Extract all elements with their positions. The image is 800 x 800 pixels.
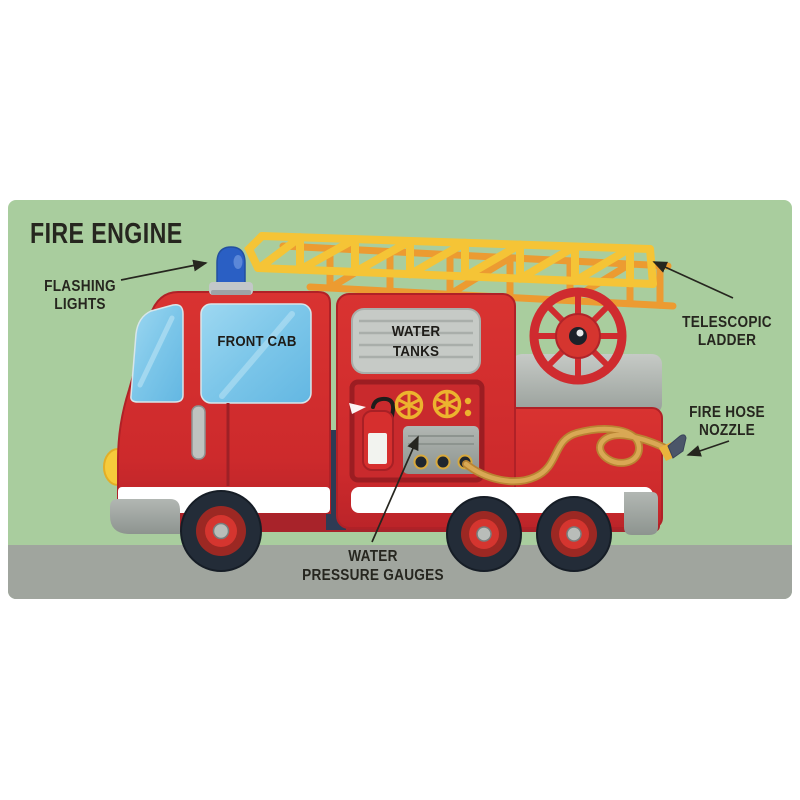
water-pressure-gauges-label-line2: PRESSURE GAUGES (302, 567, 444, 584)
pump-panel (349, 379, 485, 483)
indicator-light (464, 397, 472, 405)
fire-hose-nozzle-arrow (686, 440, 730, 457)
water-pressure-gauges-label-line1: WATER (348, 548, 398, 565)
part-labels: FLASHING LIGHTS TELESCOPIC LADDER FIRE H… (44, 278, 772, 584)
telescopic-ladder-label-line1: TELESCOPIC (682, 314, 772, 331)
front-wheel (180, 490, 262, 572)
flashing-light-beacon (209, 246, 253, 295)
telescopic-ladder-arrow (652, 261, 734, 299)
hose-reel (529, 287, 627, 385)
water-tanks-label-line1: WATER (392, 323, 441, 340)
door-handle (191, 405, 206, 460)
fire-extinguisher-icon (349, 396, 396, 471)
hose-nozzle (659, 434, 687, 461)
water-pressure-gauges-arrow (371, 435, 419, 543)
front-bumper (110, 499, 180, 534)
water-tanks-panel: WATER TANKS (351, 308, 481, 374)
fire-truck: FRONT CAB WATER TANKS (103, 246, 687, 572)
fire-hose-nozzle-label-line2: NOZZLE (699, 422, 755, 439)
flashing-lights-label-line2: LIGHTS (54, 296, 106, 313)
pressure-gauge-cluster (403, 426, 479, 474)
page-title: FIRE ENGINE (30, 216, 183, 249)
middle-wheel (446, 496, 522, 572)
flashing-lights-label-line1: FLASHING (44, 278, 116, 295)
valve-wheel-icons (394, 389, 462, 420)
callout-arrows (120, 259, 734, 543)
water-tanks-label-line2: TANKS (393, 343, 439, 360)
fire-hose-nozzle-label-line1: FIRE HOSE (689, 404, 765, 421)
rear-platform (512, 354, 662, 414)
road (8, 545, 792, 599)
flashing-lights-arrow (120, 259, 208, 281)
telescopic-ladder-label-line2: LADDER (698, 332, 757, 349)
fire-hose (462, 425, 687, 486)
mud-flap (624, 492, 658, 535)
rear-wheel (536, 496, 612, 572)
windshield-sheen (137, 315, 175, 388)
door-window-sheen (219, 311, 295, 399)
ladder-yellow-section (244, 232, 657, 288)
indicator-light (464, 409, 472, 417)
front-cab-label: FRONT CAB (217, 332, 296, 349)
